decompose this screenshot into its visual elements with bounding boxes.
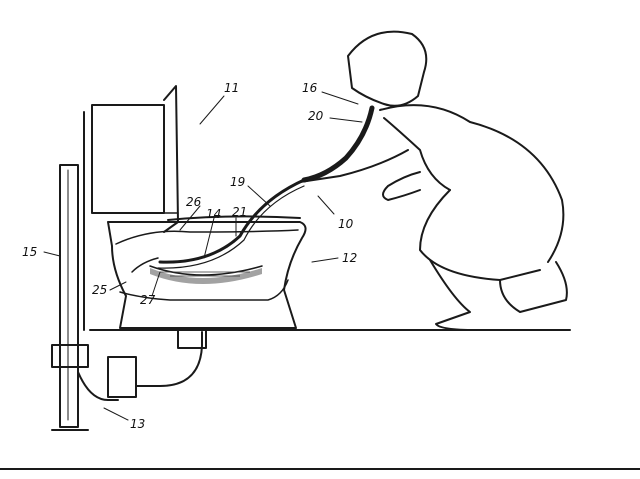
ref-label-14: 14: [206, 207, 221, 221]
leader-lines: [43, 91, 363, 421]
toilet-bowl: [107, 215, 307, 329]
breathing-hose: [157, 105, 375, 269]
bowl-water: [150, 268, 262, 284]
ref-label-12: 12: [342, 251, 357, 265]
toilet-tank: [91, 85, 179, 233]
ref-label-27: 27: [140, 293, 156, 307]
person-figure: [299, 30, 568, 331]
ref-label-13: 13: [130, 417, 145, 431]
ref-label-19: 19: [230, 175, 245, 189]
ref-label-21: 21: [232, 205, 247, 219]
ref-label-25: 25: [92, 283, 107, 297]
ref-label-10: 10: [338, 217, 354, 231]
drain-pipe: [51, 164, 207, 431]
ref-label-15: 15: [22, 245, 37, 259]
ref-label-11: 11: [224, 81, 239, 95]
ref-label-20: 20: [308, 109, 324, 123]
ref-label-16: 16: [302, 81, 318, 95]
ref-label-26: 26: [186, 195, 202, 209]
